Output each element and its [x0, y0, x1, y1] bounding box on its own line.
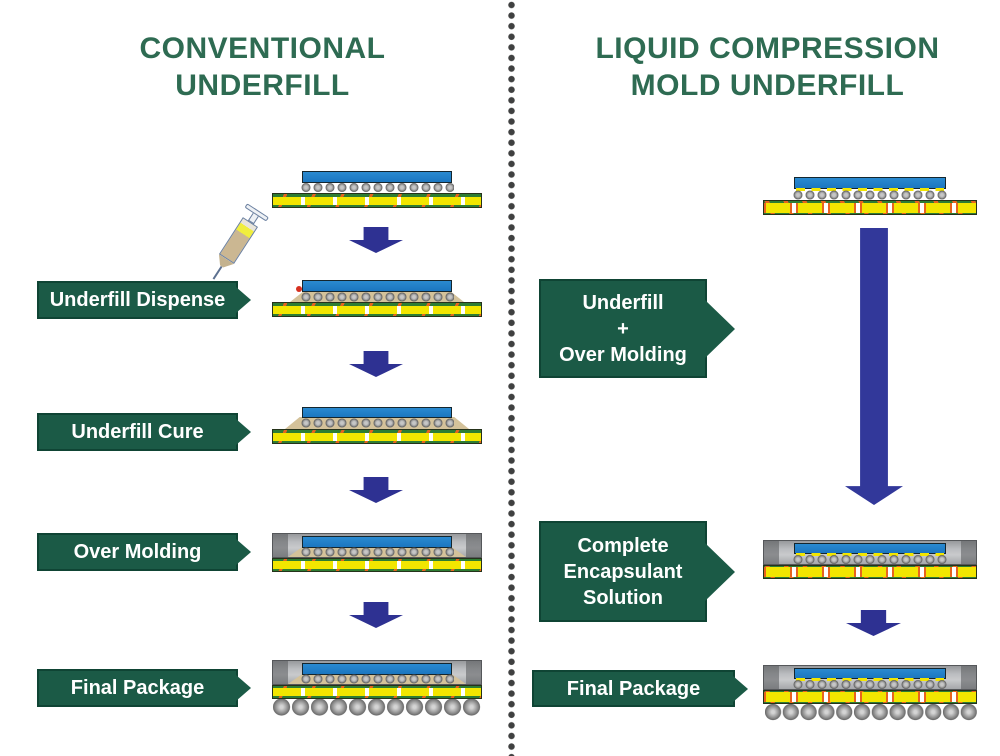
label-arrow-tip — [236, 287, 251, 313]
chip-bare-flip-chip-right — [763, 177, 977, 215]
down-arrow-icon — [349, 351, 403, 377]
down-arrow-icon — [349, 602, 403, 628]
substrate — [763, 565, 977, 579]
chip-complete-encapsulant — [763, 540, 977, 579]
left-title-line1: CONVENTIONAL — [139, 32, 386, 65]
right-title-line1: LIQUID COMPRESSION — [595, 32, 940, 65]
step-label-text: Final Package — [566, 677, 701, 700]
down-arrow-icon — [349, 227, 403, 253]
label-arrow-tip — [705, 299, 735, 358]
substrate — [272, 302, 482, 317]
substrate — [272, 429, 482, 444]
chip-final-package-right — [763, 665, 977, 722]
substrate — [272, 193, 482, 208]
bump-row — [792, 680, 948, 689]
syringe-needle — [212, 265, 223, 280]
substrate — [763, 200, 977, 215]
step-label-text: Over Molding — [73, 541, 202, 563]
solder-balls — [765, 704, 977, 721]
bump-row — [300, 182, 454, 193]
bump-row — [300, 418, 454, 428]
solder-balls — [273, 699, 482, 717]
die-pads — [796, 678, 944, 681]
chip-final-package-left — [272, 660, 482, 717]
down-arrow-icon — [349, 477, 403, 503]
syringe-body — [203, 203, 269, 286]
dotted-divider-line — [507, 0, 516, 756]
label-arrow-tip — [236, 419, 251, 445]
step-label-text: Final Package — [70, 677, 205, 699]
substrate — [272, 558, 482, 572]
label-final-package-left: Final Package — [37, 669, 251, 707]
step-label-line: Encapsulant — [563, 560, 683, 583]
syringe-icon — [212, 203, 308, 306]
step-label-line: Underfill — [582, 291, 664, 314]
substrate — [272, 685, 482, 699]
syringe-barrel — [218, 217, 259, 264]
label-arrow-tip — [236, 675, 251, 701]
bump-row — [300, 547, 454, 557]
label-underfill-plus-over-molding: Underfill + Over Molding — [539, 279, 735, 378]
step-label-text: Underfill Cure — [71, 421, 204, 443]
label-over-molding: Over Molding — [37, 533, 251, 571]
label-underfill-cure: Underfill Cure — [37, 413, 251, 451]
step-label-text: Underfill Dispense — [49, 289, 226, 311]
bump-row — [792, 190, 948, 200]
bump-row — [792, 555, 948, 564]
label-complete-encapsulant-solution: Complete Encapsulant Solution — [539, 521, 735, 622]
right-title-line2: MOLD UNDERFILL — [630, 69, 905, 102]
chip-underfill-dispense — [272, 280, 482, 317]
step-label-line: Complete — [577, 534, 669, 557]
die — [302, 407, 452, 418]
left-title-line2: UNDERFILL — [175, 69, 350, 102]
label-arrow-tip — [236, 539, 251, 565]
step-label-line: + — [617, 317, 629, 340]
bump-row — [300, 674, 454, 684]
label-arrow-tip — [733, 675, 748, 702]
die-pads — [796, 553, 944, 556]
long-down-arrow-icon — [845, 228, 903, 505]
chip-underfill-cure — [272, 407, 482, 444]
left-panel-title: CONVENTIONAL UNDERFILL — [55, 30, 470, 104]
die — [302, 280, 452, 292]
bump-row — [300, 292, 454, 302]
step-label-line: Over Molding — [559, 343, 687, 366]
substrate — [763, 690, 977, 704]
down-arrow-icon — [846, 610, 901, 636]
chip-over-molding — [272, 533, 482, 572]
chip-bare-flip-chip-left — [272, 171, 482, 208]
label-arrow-tip — [705, 542, 735, 601]
step-label-line: Solution — [583, 586, 663, 609]
die-pads — [796, 188, 944, 191]
right-panel-title: LIQUID COMPRESSION MOLD UNDERFILL — [540, 30, 995, 104]
label-final-package-right: Final Package — [532, 670, 748, 707]
underfill-drop-icon — [296, 286, 302, 292]
label-underfill-dispense: Underfill Dispense — [37, 281, 251, 319]
